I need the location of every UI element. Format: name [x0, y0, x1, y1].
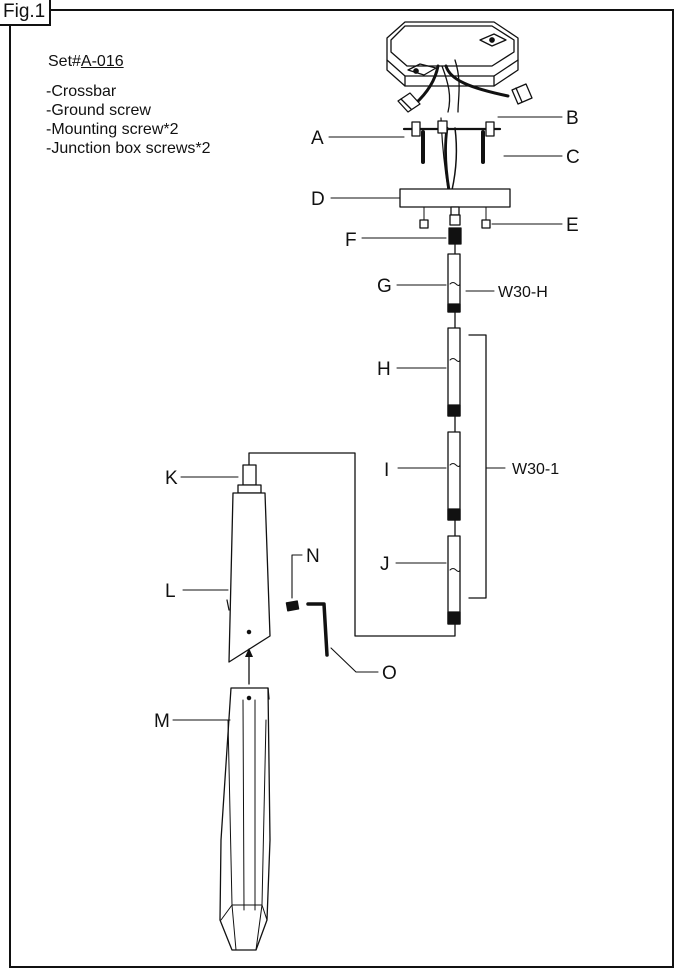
w30-1-bracket	[468, 334, 487, 599]
callout-b: B	[566, 108, 579, 129]
callout-a: A	[311, 128, 324, 149]
callout-m: M	[154, 711, 170, 732]
pendant-upper-shade	[226, 492, 271, 663]
set-number: A-016	[80, 53, 124, 70]
arrow-head-icon	[245, 648, 253, 657]
canopy-coupling	[448, 206, 462, 255]
callout-g: G	[377, 276, 392, 297]
canopy	[399, 188, 511, 208]
set-screw-icon	[285, 600, 300, 612]
parts-list-item: -Mounting screw*2	[46, 121, 179, 138]
pendant-top-cap	[237, 464, 262, 494]
callout-i: I	[384, 460, 389, 481]
group-label-w30-h: W30-H	[498, 284, 548, 301]
parts-list-item: -Crossbar	[46, 83, 117, 100]
set-label: Set#	[48, 53, 81, 70]
stem-rod-h	[447, 327, 461, 433]
ground-screw-icon	[437, 120, 448, 134]
canopy-nut-icon	[419, 219, 429, 229]
set-number-line: Set#A-016	[48, 52, 124, 72]
crossbar-screw-icon	[411, 121, 421, 137]
pendant-lower-shade	[219, 687, 271, 951]
hex-key-icon	[306, 602, 329, 657]
figure-frame	[9, 9, 674, 968]
wire-nut-icon	[397, 92, 421, 113]
parts-list-item: -Ground screw	[46, 102, 151, 119]
callout-f: F	[345, 230, 357, 251]
callout-l: L	[165, 581, 176, 602]
callout-o: O	[382, 663, 397, 684]
callout-d: D	[311, 189, 325, 210]
crossbar-screw-icon	[485, 121, 495, 137]
stem-rod-j	[447, 535, 461, 625]
wire-nut-ridge	[400, 98, 412, 110]
callout-h: H	[377, 359, 391, 380]
callout-c: C	[566, 147, 580, 168]
figure-title: Fig.1	[0, 0, 52, 26]
callout-n: N	[306, 546, 320, 567]
callout-leader-lines	[172, 116, 563, 721]
junction-box-illustration	[386, 21, 519, 87]
group-label-w30-1: W30-1	[512, 461, 559, 478]
hardware-parts-list: -Crossbar -Ground screw -Mounting screw*…	[46, 82, 211, 158]
callout-k: K	[165, 468, 178, 489]
assembly-path-line	[248, 452, 456, 637]
canopy-nut-icon	[481, 219, 491, 229]
wire-nut-ridge	[515, 87, 523, 103]
stem-rod-i	[447, 431, 461, 537]
callout-j: J	[380, 554, 390, 575]
stem-rod-g	[447, 253, 461, 329]
callout-e: E	[566, 215, 579, 236]
parts-list-item: -Junction box screws*2	[46, 140, 211, 157]
